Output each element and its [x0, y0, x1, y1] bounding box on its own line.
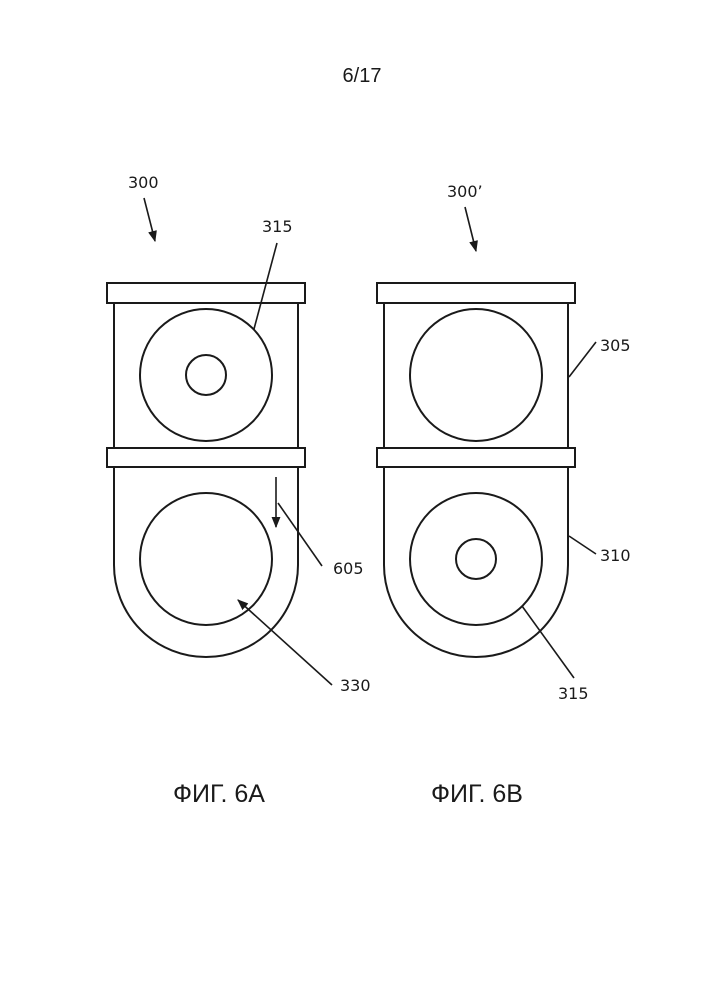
upper-disc-6b	[409, 308, 543, 442]
leader-315-6a	[253, 242, 278, 330]
leader-605	[277, 502, 323, 567]
figure-6a: 300 315 605 330 ФИГ. 6А	[106, 173, 371, 808]
leader-330	[237, 599, 333, 686]
lower-housing-6b	[383, 467, 569, 658]
label-305: 305	[600, 336, 631, 355]
top-cap-6a	[106, 282, 306, 304]
figure-6b: 300’ 305 310 315 ФИГ. 6В	[376, 182, 631, 808]
leader-310	[568, 535, 597, 555]
upper-disc-hole-6a	[185, 354, 227, 396]
upper-disc-6a	[139, 308, 273, 442]
label-300: 300	[128, 173, 159, 192]
lower-disc-6a	[139, 492, 273, 626]
leader-300-prime	[464, 206, 478, 253]
top-cap-6b	[376, 282, 576, 304]
label-330: 330	[340, 676, 371, 695]
label-300-prime: 300’	[447, 182, 483, 201]
label-315-6b: 315	[558, 684, 589, 703]
leader-315-6b	[521, 605, 575, 679]
figure-caption-6b: ФИГ. 6В	[431, 780, 523, 808]
lower-disc-6b	[409, 492, 543, 626]
lower-housing-6a	[113, 467, 299, 658]
leader-300	[143, 197, 157, 243]
label-605: 605	[333, 559, 364, 578]
lower-disc-hole-6b	[455, 538, 497, 580]
leader-305	[568, 341, 597, 378]
middle-cap-6a	[106, 447, 306, 468]
label-315-6a: 315	[262, 217, 293, 236]
middle-cap-6b	[376, 447, 576, 468]
figure-caption-6a: ФИГ. 6А	[173, 780, 265, 808]
page-number: 6/17	[343, 65, 382, 87]
label-310: 310	[600, 546, 631, 565]
